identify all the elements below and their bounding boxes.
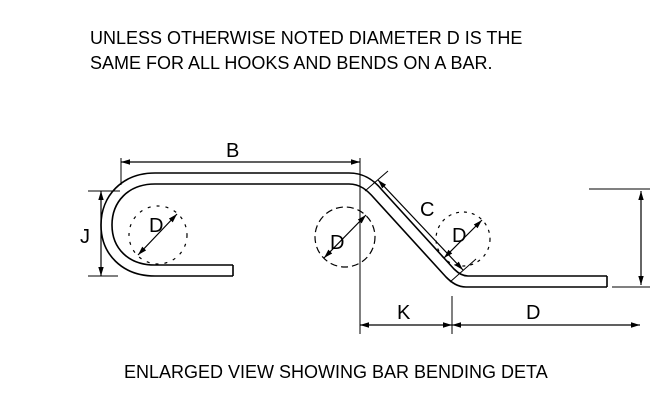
- extension-lines: [88, 158, 650, 334]
- general-note: UNLESS OTHERWISE NOTED DIAMETER D IS THE…: [90, 26, 650, 76]
- bend-circles: [128, 205, 491, 268]
- note-line-2: SAME FOR ALL HOOKS AND BENDS ON A BAR.: [90, 53, 493, 73]
- note-line-1: UNLESS OTHERWISE NOTED DIAMETER D IS THE: [90, 28, 523, 48]
- hook-bend-circle: [128, 205, 188, 265]
- dimension-b-label: B: [226, 140, 239, 162]
- bend-diameter-label-1: D: [330, 232, 344, 254]
- bend-diameter-label-2: D: [452, 225, 466, 247]
- dimension-c-label: C: [420, 199, 434, 221]
- dimension-j-label: J: [80, 226, 90, 248]
- bend-circle-lower: [435, 211, 491, 267]
- figure-caption: ENLARGED VIEW SHOWING BAR BENDING DETA: [124, 362, 548, 382]
- dimension-c-line: [377, 179, 464, 271]
- bent-bar: [100, 172, 608, 288]
- bend-circle-upper: [314, 206, 376, 268]
- hook-diameter-label: D: [149, 215, 163, 237]
- dimension-lines: [98, 159, 644, 328]
- dimension-d-label: D: [526, 302, 540, 324]
- dimension-k-label: K: [397, 302, 411, 324]
